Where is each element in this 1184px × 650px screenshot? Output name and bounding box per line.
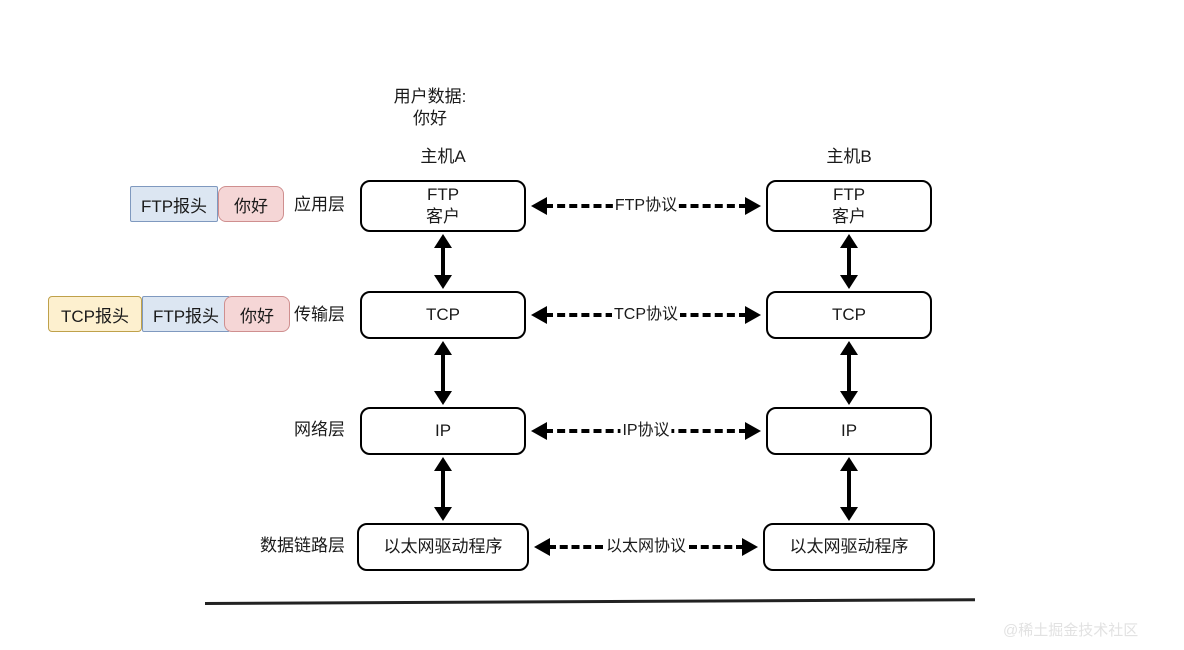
encapsulation-chip-payload-application: 你好	[218, 186, 284, 222]
arrow-shaft	[441, 352, 445, 394]
node-line-1: TCP	[832, 304, 866, 324]
arrow-head-up-icon	[840, 457, 858, 471]
arrow-head-up-icon	[434, 234, 452, 248]
protocol-link-application: FTP协议	[531, 193, 761, 219]
arrow-head-down-icon	[434, 391, 452, 405]
arrow-head-up-icon	[840, 341, 858, 355]
node-host-a-datalink[interactable]: 以太网驱动程序	[357, 523, 529, 571]
arrow-head-right-icon	[745, 422, 761, 440]
layer-label-transport: 传输层	[294, 305, 345, 324]
node-host-a-network[interactable]: IP	[360, 407, 526, 455]
arrow-head-up-icon	[434, 457, 452, 471]
host-a-title: 主机A	[420, 147, 466, 166]
protocol-label-application: FTP协议	[612, 197, 680, 214]
node-host-a-application[interactable]: FTP 客户	[360, 180, 526, 232]
node-line-1: IP	[434, 420, 452, 440]
protocol-link-network: IP协议	[531, 418, 761, 444]
arrow-head-up-icon	[840, 234, 858, 248]
node-line-1: 以太网驱动程序	[383, 536, 503, 556]
node-host-b-network[interactable]: IP	[766, 407, 932, 455]
node-host-b-application[interactable]: FTP 客户	[766, 180, 932, 232]
node-line-1: FTP	[426, 184, 460, 204]
watermark-text: @稀土掘金技术社区	[1003, 622, 1139, 639]
arrow-shaft	[847, 245, 851, 278]
node-line-1: FTP	[832, 184, 866, 204]
stack-link-host-a-application-transport	[430, 234, 456, 289]
arrow-shaft	[441, 245, 445, 278]
layer-label-application: 应用层	[294, 195, 345, 214]
arrow-shaft	[847, 468, 851, 510]
arrow-head-right-icon	[742, 538, 758, 556]
stack-link-host-b-network-datalink	[836, 457, 862, 521]
node-host-b-transport[interactable]: TCP	[766, 291, 932, 339]
protocol-label-transport: TCP协议	[611, 306, 681, 323]
encapsulation-chip-payload-transport: 你好	[224, 296, 290, 332]
bottom-divider	[204, 598, 975, 605]
node-line-2: 客户	[832, 207, 866, 226]
layer-label-datalink: 数据链路层	[260, 536, 345, 555]
user-data-caption: 用户数据:	[393, 87, 467, 106]
node-host-b-datalink[interactable]: 以太网驱动程序	[763, 523, 935, 571]
protocol-link-transport: TCP协议	[531, 302, 761, 328]
encapsulation-chip-ftp-header-application: FTP报头	[130, 186, 218, 222]
protocol-link-datalink: 以太网协议	[534, 534, 758, 560]
arrow-head-left-icon	[531, 197, 547, 215]
node-line-1: 以太网驱动程序	[789, 536, 909, 556]
arrow-head-right-icon	[745, 197, 761, 215]
stack-link-host-a-transport-network	[430, 341, 456, 405]
arrow-head-down-icon	[840, 507, 858, 521]
arrow-head-left-icon	[531, 422, 547, 440]
node-line-1: IP	[840, 420, 858, 440]
arrow-head-up-icon	[434, 341, 452, 355]
arrow-head-left-icon	[534, 538, 550, 556]
protocol-label-datalink: 以太网协议	[603, 538, 689, 555]
user-data-value: 你好	[413, 109, 447, 128]
host-b-title: 主机B	[826, 147, 872, 166]
arrow-head-right-icon	[745, 306, 761, 324]
arrow-shaft	[847, 352, 851, 394]
node-line-1: TCP	[426, 304, 460, 324]
encapsulation-chip-tcp-header-transport: TCP报头	[48, 296, 142, 332]
arrow-head-down-icon	[840, 275, 858, 289]
arrow-head-down-icon	[434, 275, 452, 289]
stack-link-host-b-transport-network	[836, 341, 862, 405]
encapsulation-chip-ftp-header-transport: FTP报头	[142, 296, 230, 332]
arrow-head-left-icon	[531, 306, 547, 324]
stack-link-host-b-application-transport	[836, 234, 862, 289]
arrow-shaft	[441, 468, 445, 510]
stack-link-host-a-network-datalink	[430, 457, 456, 521]
arrow-head-down-icon	[434, 507, 452, 521]
layer-label-network: 网络层	[294, 420, 345, 439]
arrow-head-down-icon	[840, 391, 858, 405]
node-host-a-transport[interactable]: TCP	[360, 291, 526, 339]
node-line-2: 客户	[426, 207, 460, 226]
protocol-label-network: IP协议	[620, 422, 672, 439]
